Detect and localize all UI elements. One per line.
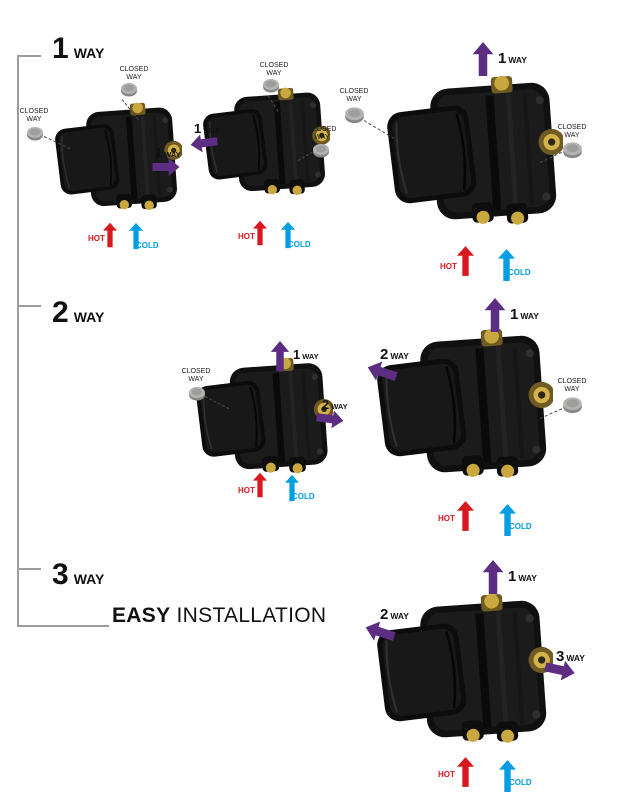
cold-label: COLD	[508, 268, 531, 277]
closed-plug-icon	[189, 387, 205, 401]
section-way-label: WAY	[73, 45, 105, 61]
bracket-tick-3way	[17, 568, 41, 570]
way-arrow-up-icon	[484, 298, 506, 332]
closed-plug-icon	[121, 83, 137, 97]
tagline-regular: INSTALLATION	[176, 604, 327, 627]
hot-label: HOT	[438, 770, 455, 779]
hot-arrow-icon	[457, 246, 474, 276]
closed-plug-icon	[263, 79, 279, 93]
closed-way-label: CLOSED WAY	[557, 378, 587, 394]
valve-body-1way-left	[200, 85, 330, 203]
cold-label: COLD	[292, 492, 315, 501]
way-arrow-right-icon	[316, 410, 344, 429]
way-arrow-left-icon	[190, 134, 218, 153]
closed-way-label: CLOSED WAY	[339, 88, 369, 104]
section-header-3way: 3 WAY	[52, 560, 104, 590]
tagline-bold: EASY	[112, 604, 171, 627]
hot-label: HOT	[238, 232, 255, 241]
closed-plug-icon	[563, 397, 582, 414]
cold-label: COLD	[509, 522, 532, 531]
way-arrow-up-icon	[482, 560, 504, 594]
cold-arrow-icon	[285, 474, 299, 502]
cold-label: COLD	[136, 241, 159, 250]
section-header-1way: 1 WAY	[52, 34, 104, 64]
closed-way-label: CLOSED WAY	[307, 126, 337, 142]
hot-label: HOT	[440, 262, 457, 271]
cold-arrow-icon	[498, 249, 515, 281]
way-arrow-left-icon	[365, 621, 396, 641]
cold-arrow-icon	[129, 222, 143, 250]
cold-arrow-icon	[281, 221, 295, 249]
closed-plug-icon	[313, 144, 329, 158]
hot-arrow-icon	[457, 501, 474, 531]
way-arrow-up-icon	[270, 341, 290, 371]
section-way-label: WAY	[73, 309, 105, 325]
hot-label: HOT	[238, 486, 255, 495]
bracket-tick-2way	[17, 305, 41, 307]
closed-way-label: CLOSED WAY	[557, 124, 587, 140]
cold-arrow-icon	[499, 760, 516, 792]
easy-installation-text: EASY INSTALLATION	[112, 604, 326, 628]
section-number: 3	[52, 558, 69, 591]
cold-label: COLD	[509, 778, 532, 787]
valve-body-1way-top	[383, 72, 563, 236]
cold-label: COLD	[288, 240, 311, 249]
closed-way-label: CLOSED WAY	[259, 62, 289, 78]
bracket-tick-1way	[17, 55, 41, 57]
closed-plug-icon	[27, 127, 43, 141]
cold-arrow-icon	[499, 504, 516, 536]
hot-arrow-icon	[457, 757, 474, 787]
closed-plug-icon	[345, 107, 364, 124]
hot-label: HOT	[438, 514, 455, 523]
closed-way-label: CLOSED WAY	[119, 66, 149, 82]
section-number: 1	[52, 32, 69, 65]
way-arrow-right-icon	[152, 158, 180, 176]
section-number: 2	[52, 296, 69, 329]
hot-arrow-icon	[103, 222, 117, 248]
way-arrow-right-icon	[544, 660, 575, 681]
closed-way-label: CLOSED WAY	[181, 368, 211, 384]
bracket-tick-bottom	[17, 625, 109, 627]
section-header-2way: 2 WAY	[52, 298, 104, 328]
hot-label: HOT	[88, 234, 105, 243]
closed-plug-icon	[563, 142, 582, 159]
way-arrow-left-icon	[367, 361, 398, 381]
section-way-label: WAY	[73, 571, 105, 587]
bracket-vertical-line	[17, 55, 19, 627]
way-arrow-up-icon	[472, 42, 494, 76]
valve-body-2way-small	[193, 355, 333, 482]
hot-arrow-icon	[253, 220, 267, 246]
closed-way-label: CLOSED WAY	[19, 108, 49, 124]
hot-arrow-icon	[253, 472, 267, 498]
